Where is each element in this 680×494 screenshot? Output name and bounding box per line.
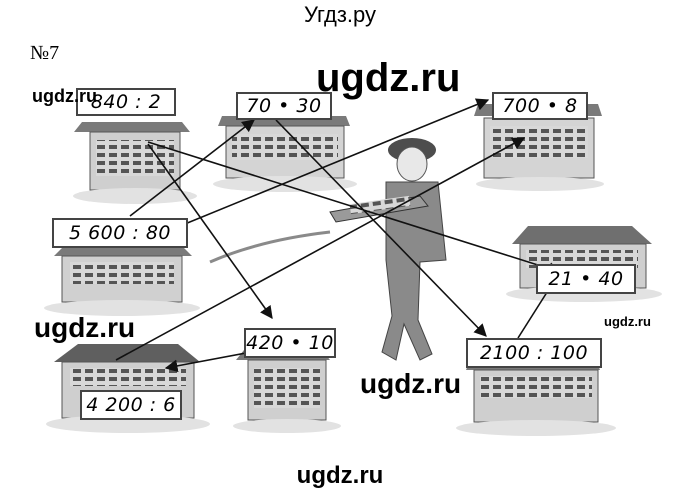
sign-2100-100: 2100 : 100: [466, 338, 602, 368]
sign-70-30: 70 • 30: [236, 92, 332, 120]
sign-4200-6: 4 200 : 6: [80, 390, 182, 420]
road-swoosh: [209, 230, 331, 264]
watermark-bottom-center: ugdz.ru: [360, 368, 462, 399]
sign-420-10: 420 • 10: [244, 328, 336, 358]
connection-arrows: [115, 98, 562, 373]
watermark-left: ugdz.ru: [34, 312, 136, 343]
sign-21-40: 21 • 40: [536, 264, 636, 294]
watermark-top-left: ugdz.ru: [32, 86, 97, 106]
watermark-center: ugdz.ru: [316, 56, 461, 100]
footer-site[interactable]: ugdz.ru: [296, 462, 384, 489]
kiosk-5600-80: [44, 244, 200, 316]
kiosk-420-10: [233, 350, 341, 433]
sign-700-8: 700 • 8: [492, 92, 588, 120]
kiosk-840-2: [73, 122, 197, 204]
site-title: Угдз.ру: [303, 2, 377, 27]
sign-5600-80: 5 600 : 80: [52, 218, 188, 248]
sign-840-2: 840 : 2: [76, 88, 176, 116]
vendor-figure: [329, 138, 447, 361]
kiosk-2100-100: [456, 360, 616, 436]
watermark-right: ugdz.ru: [604, 314, 651, 329]
task-number: №7: [30, 42, 60, 64]
